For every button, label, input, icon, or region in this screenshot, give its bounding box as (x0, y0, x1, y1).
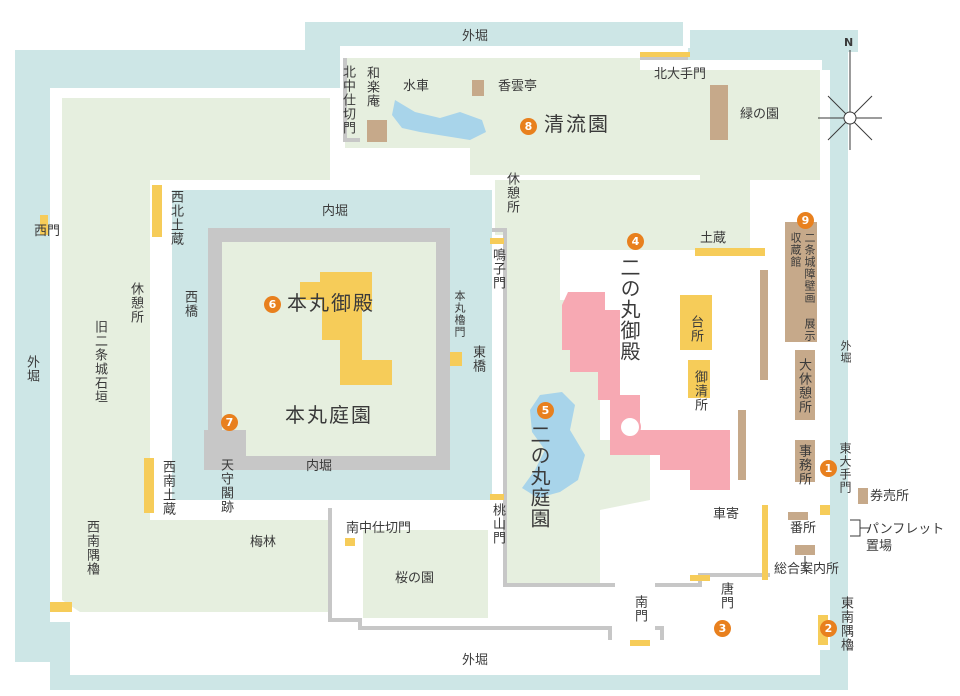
naruko-gate: 鳴子門 (490, 248, 505, 290)
dozo-building (695, 248, 765, 256)
kouuntei-building (472, 80, 484, 96)
ishigaki-label: 旧二条城石垣 (92, 320, 107, 404)
jimusho-building (795, 440, 815, 482)
marker-2: 2 (820, 620, 837, 637)
sakura-garden (363, 530, 488, 618)
midori-label: 緑の園 (740, 107, 780, 122)
marker-9: 9 (797, 212, 814, 229)
seiryuen-pond (392, 100, 486, 140)
east-bridge: 東橋 (470, 345, 485, 373)
kouuntei-label: 香雲亭 (498, 79, 538, 94)
nishi-gate: 西門 (34, 224, 61, 239)
kitanaka-gate: 北中仕切門 (340, 65, 355, 135)
kenbaisho-label: 券売所 (870, 489, 910, 504)
tenshu-base (204, 430, 246, 470)
tenshu-label: 天守閣跡 (218, 458, 233, 514)
pamphlet-label: パンフレット置場 (866, 522, 945, 554)
honmaru-teien-label: 本丸庭園 (285, 403, 373, 427)
pamphlet-bracket (850, 519, 870, 537)
inner-moat-top-label: 内堀 (322, 204, 349, 219)
marker-8: 8 (520, 118, 537, 135)
compass-north-label: N (844, 36, 854, 49)
kurumayose-label: 車寄 (713, 507, 740, 522)
kara-gate: 唐門 (718, 582, 733, 610)
marker-7: 7 (221, 414, 238, 431)
oseisho-building (688, 360, 710, 398)
west-bridge: 西橋 (182, 290, 197, 318)
minaminaka-gate: 南中仕切門 (346, 521, 412, 536)
seinan-dozo (144, 458, 154, 513)
shuzokan-building (785, 222, 817, 342)
east-wall-building (760, 270, 768, 380)
west-garden (62, 98, 330, 612)
shuzokan-label: 二条城障壁画 展示収蔵館 (789, 232, 816, 342)
jimusho-label: 事務所 (796, 444, 811, 486)
inner-moat-bottom-label: 内堀 (306, 459, 333, 474)
daidokoro-building (680, 295, 712, 350)
outer-moat-bottom-label: 外堀 (462, 653, 489, 668)
ninomaru-teien-label: 二の丸庭園 (527, 424, 551, 529)
kyukeisho-north: 休憩所 (504, 172, 519, 214)
outer-moat-left-label: 外堀 (24, 355, 39, 383)
daidokoro-label: 台所 (688, 315, 703, 343)
annaisho-label: 総合案内所 (774, 562, 840, 577)
bairin-label: 梅林 (250, 535, 277, 550)
minami-gate: 南門 (632, 595, 647, 623)
ninomaru-goten-label: 二の丸御殿 (617, 257, 641, 362)
seinan-sumi-label: 西南隅櫓 (84, 520, 99, 576)
warakuan-building (367, 120, 387, 142)
bansho-building (788, 512, 808, 520)
outer-moat-top-label: 外堀 (462, 29, 489, 44)
ninomaru-palace (562, 292, 730, 490)
momoyama-gate: 桃山門 (490, 503, 505, 545)
ninomaru-pond (522, 392, 585, 498)
warakuan-label: 和楽庵 (364, 66, 379, 108)
daikyukeisho-building (795, 350, 815, 420)
seihoku-dozo (152, 185, 162, 237)
honmaru-goten-label: 本丸御殿 (287, 291, 375, 315)
compass (818, 50, 882, 150)
suisha-label: 水車 (403, 79, 430, 94)
kurumayose-wall (738, 410, 746, 480)
dozo-label: 土蔵 (700, 231, 727, 246)
daikyukeisho-label: 大休憩所 (796, 358, 811, 414)
north-wall (343, 56, 688, 142)
midori-building (710, 85, 728, 140)
marker-4: 4 (627, 233, 644, 250)
bansho-label: 番所 (790, 521, 817, 536)
seiryuen-label: 清流園 (544, 112, 610, 136)
kyukeisho-west: 休憩所 (128, 282, 143, 324)
sakura-label: 桜の園 (395, 571, 435, 586)
north-ote-gate: 北大手門 (654, 67, 707, 82)
minami-wall (328, 508, 664, 640)
palace-mark (619, 416, 641, 438)
annaisho-building (795, 545, 815, 555)
north-garden (345, 58, 700, 175)
seinan-dozo-label: 西南土蔵 (160, 460, 175, 516)
honmaru-goten (300, 272, 392, 385)
marker-6: 6 (264, 296, 281, 313)
oseisho-label: 御清所 (692, 370, 707, 412)
seihoku-dozo-label: 西北土蔵 (168, 190, 183, 246)
marker-3: 3 (714, 620, 731, 637)
marker-5: 5 (537, 402, 554, 419)
kenbaisho-building (858, 488, 868, 504)
tonan-sumi-label: 東南隅櫓 (838, 596, 853, 652)
honmaru-yagura-gate: 本丸櫓門 (453, 290, 466, 338)
east-ote-gate: 東大手門 (838, 442, 852, 494)
outer-moat-right-label: 外堀 (839, 340, 852, 364)
marker-1: 1 (820, 460, 837, 477)
